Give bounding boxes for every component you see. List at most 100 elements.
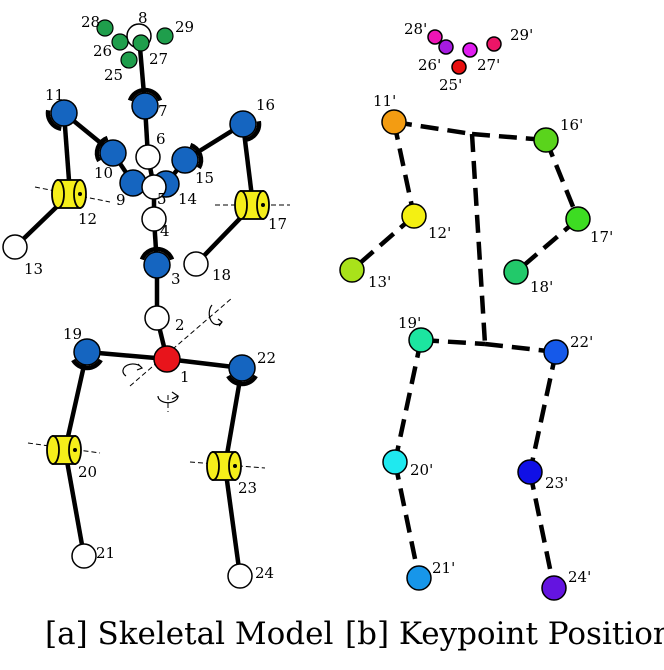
keypoint-label-18: 18' (530, 278, 553, 296)
joint-29 (156, 27, 174, 45)
joint-label-1: 1 (180, 368, 190, 386)
hinge-20-back (46, 435, 60, 465)
keypoint-label-28: 28' (404, 20, 427, 38)
keypoint-17 (565, 206, 591, 232)
axis-12 (34, 186, 111, 203)
keypoint-29 (486, 36, 502, 52)
keypoint-edge-5 (514, 217, 580, 274)
caption-keypoint-positions: [b] Keypoint Positions (345, 616, 664, 652)
cap-15 (189, 142, 204, 170)
keypoint-21 (406, 565, 432, 591)
joint-label-11: 11 (45, 86, 64, 104)
keypoint-label-16: 16' (560, 116, 583, 134)
joint-24 (227, 563, 253, 589)
joint-22 (228, 354, 256, 382)
joint-label-13: 13 (24, 260, 43, 278)
keypoint-28 (427, 29, 443, 45)
joint-label-2: 2 (175, 316, 185, 334)
keypoint-11 (381, 109, 407, 135)
joint-3 (143, 251, 171, 279)
joint-label-25: 25 (104, 66, 123, 84)
rotation-arrows (122, 304, 223, 404)
joint-label-21: 21 (96, 544, 115, 562)
cap-11 (45, 109, 62, 131)
hinge-12-back (51, 179, 65, 209)
keypoint-23 (517, 459, 543, 485)
skeletal-model-panel: 1234567891011121314151617181920212223242… (2, 9, 290, 589)
keypoint-27 (462, 42, 478, 58)
keypoint-26 (438, 39, 454, 55)
keypoint-20 (382, 449, 408, 475)
hinge-17 (234, 190, 270, 220)
joint-label-9: 9 (116, 191, 126, 209)
keypoint-label-21: 21' (432, 559, 455, 577)
joint-label-10: 10 (94, 164, 113, 182)
joint-label-24: 24 (255, 564, 274, 582)
keypoint-positions-panel: 11'12'13'16'17'18'19'20'21'22'23'24'25'2… (339, 20, 613, 601)
joint-label-12: 12 (78, 210, 97, 228)
hinge-20-pin (73, 448, 77, 452)
keypoint-edge-9 (392, 339, 424, 463)
hinge-20 (46, 435, 82, 465)
keypoint-22 (543, 339, 569, 365)
joint-label-22: 22 (257, 349, 276, 367)
joint-label-19: 19 (63, 325, 82, 343)
keypoint-25 (451, 59, 467, 75)
joint-label-5: 5 (157, 190, 167, 208)
keypoint-edge-4 (543, 139, 581, 220)
joint-26 (111, 33, 129, 51)
joint-label-26: 26 (93, 42, 112, 60)
joint-28 (96, 19, 114, 37)
keypoint-label-11: 11' (373, 92, 396, 110)
axis-23 (189, 461, 266, 469)
joint-label-18: 18 (212, 266, 231, 284)
keypoint-label-19: 19' (398, 314, 421, 332)
rotation-arrow-right (208, 304, 223, 327)
bone-20-21 (62, 449, 87, 557)
keypoint-label-20: 20' (410, 461, 433, 479)
joint-5 (141, 174, 167, 200)
joint-19 (73, 338, 101, 366)
hinge-23-back (206, 451, 220, 481)
keypoint-label-22: 22' (570, 333, 593, 351)
joint-10 (99, 139, 127, 167)
keypoint-13 (339, 257, 365, 283)
joint-label-29: 29 (175, 18, 194, 36)
keypoint-edge-11 (527, 351, 559, 473)
joint-label-20: 20 (78, 463, 97, 481)
cap-10 (94, 135, 109, 163)
keypoint-edge-10 (392, 461, 422, 579)
hinge-joints (46, 179, 270, 481)
keypoint-labels: 11'12'13'16'17'18'19'20'21'22'23'24'25'2… (368, 20, 613, 586)
cap-7 (127, 87, 163, 102)
cap-22 (226, 374, 258, 387)
rotation-arrow-bottom (157, 391, 180, 404)
keypoint-label-24: 24' (568, 568, 591, 586)
keypoint-label-23: 23' (545, 474, 568, 492)
joint-11 (50, 99, 78, 127)
cap-19 (71, 358, 103, 371)
joint-label-8: 8 (138, 9, 148, 27)
keypoint-edge-2 (393, 119, 473, 137)
keypoint-label-27: 27' (477, 56, 500, 74)
joint-label-3: 3 (171, 270, 181, 288)
keypoint-label-26: 26' (418, 56, 441, 74)
hinge-17-back (234, 190, 248, 220)
joint-25 (120, 51, 138, 69)
keypoint-12 (401, 203, 427, 229)
keypoint-label-29: 29' (510, 26, 533, 44)
joint-label-28: 28 (81, 13, 100, 31)
bone-23-24 (222, 465, 243, 577)
keypoint-edge-1 (350, 214, 416, 272)
joint-label-14: 14 (178, 190, 197, 208)
hinge-23 (206, 451, 242, 481)
joint-label-4: 4 (160, 222, 170, 240)
joint-13 (2, 234, 28, 260)
keypoint-19 (408, 327, 434, 353)
joint-labels: 1234567891011121314151617181920212223242… (24, 9, 287, 582)
keypoint-edge-12 (527, 471, 557, 589)
joint-27 (132, 34, 150, 52)
joint-2 (144, 305, 170, 331)
axis-diagonal (129, 297, 233, 387)
